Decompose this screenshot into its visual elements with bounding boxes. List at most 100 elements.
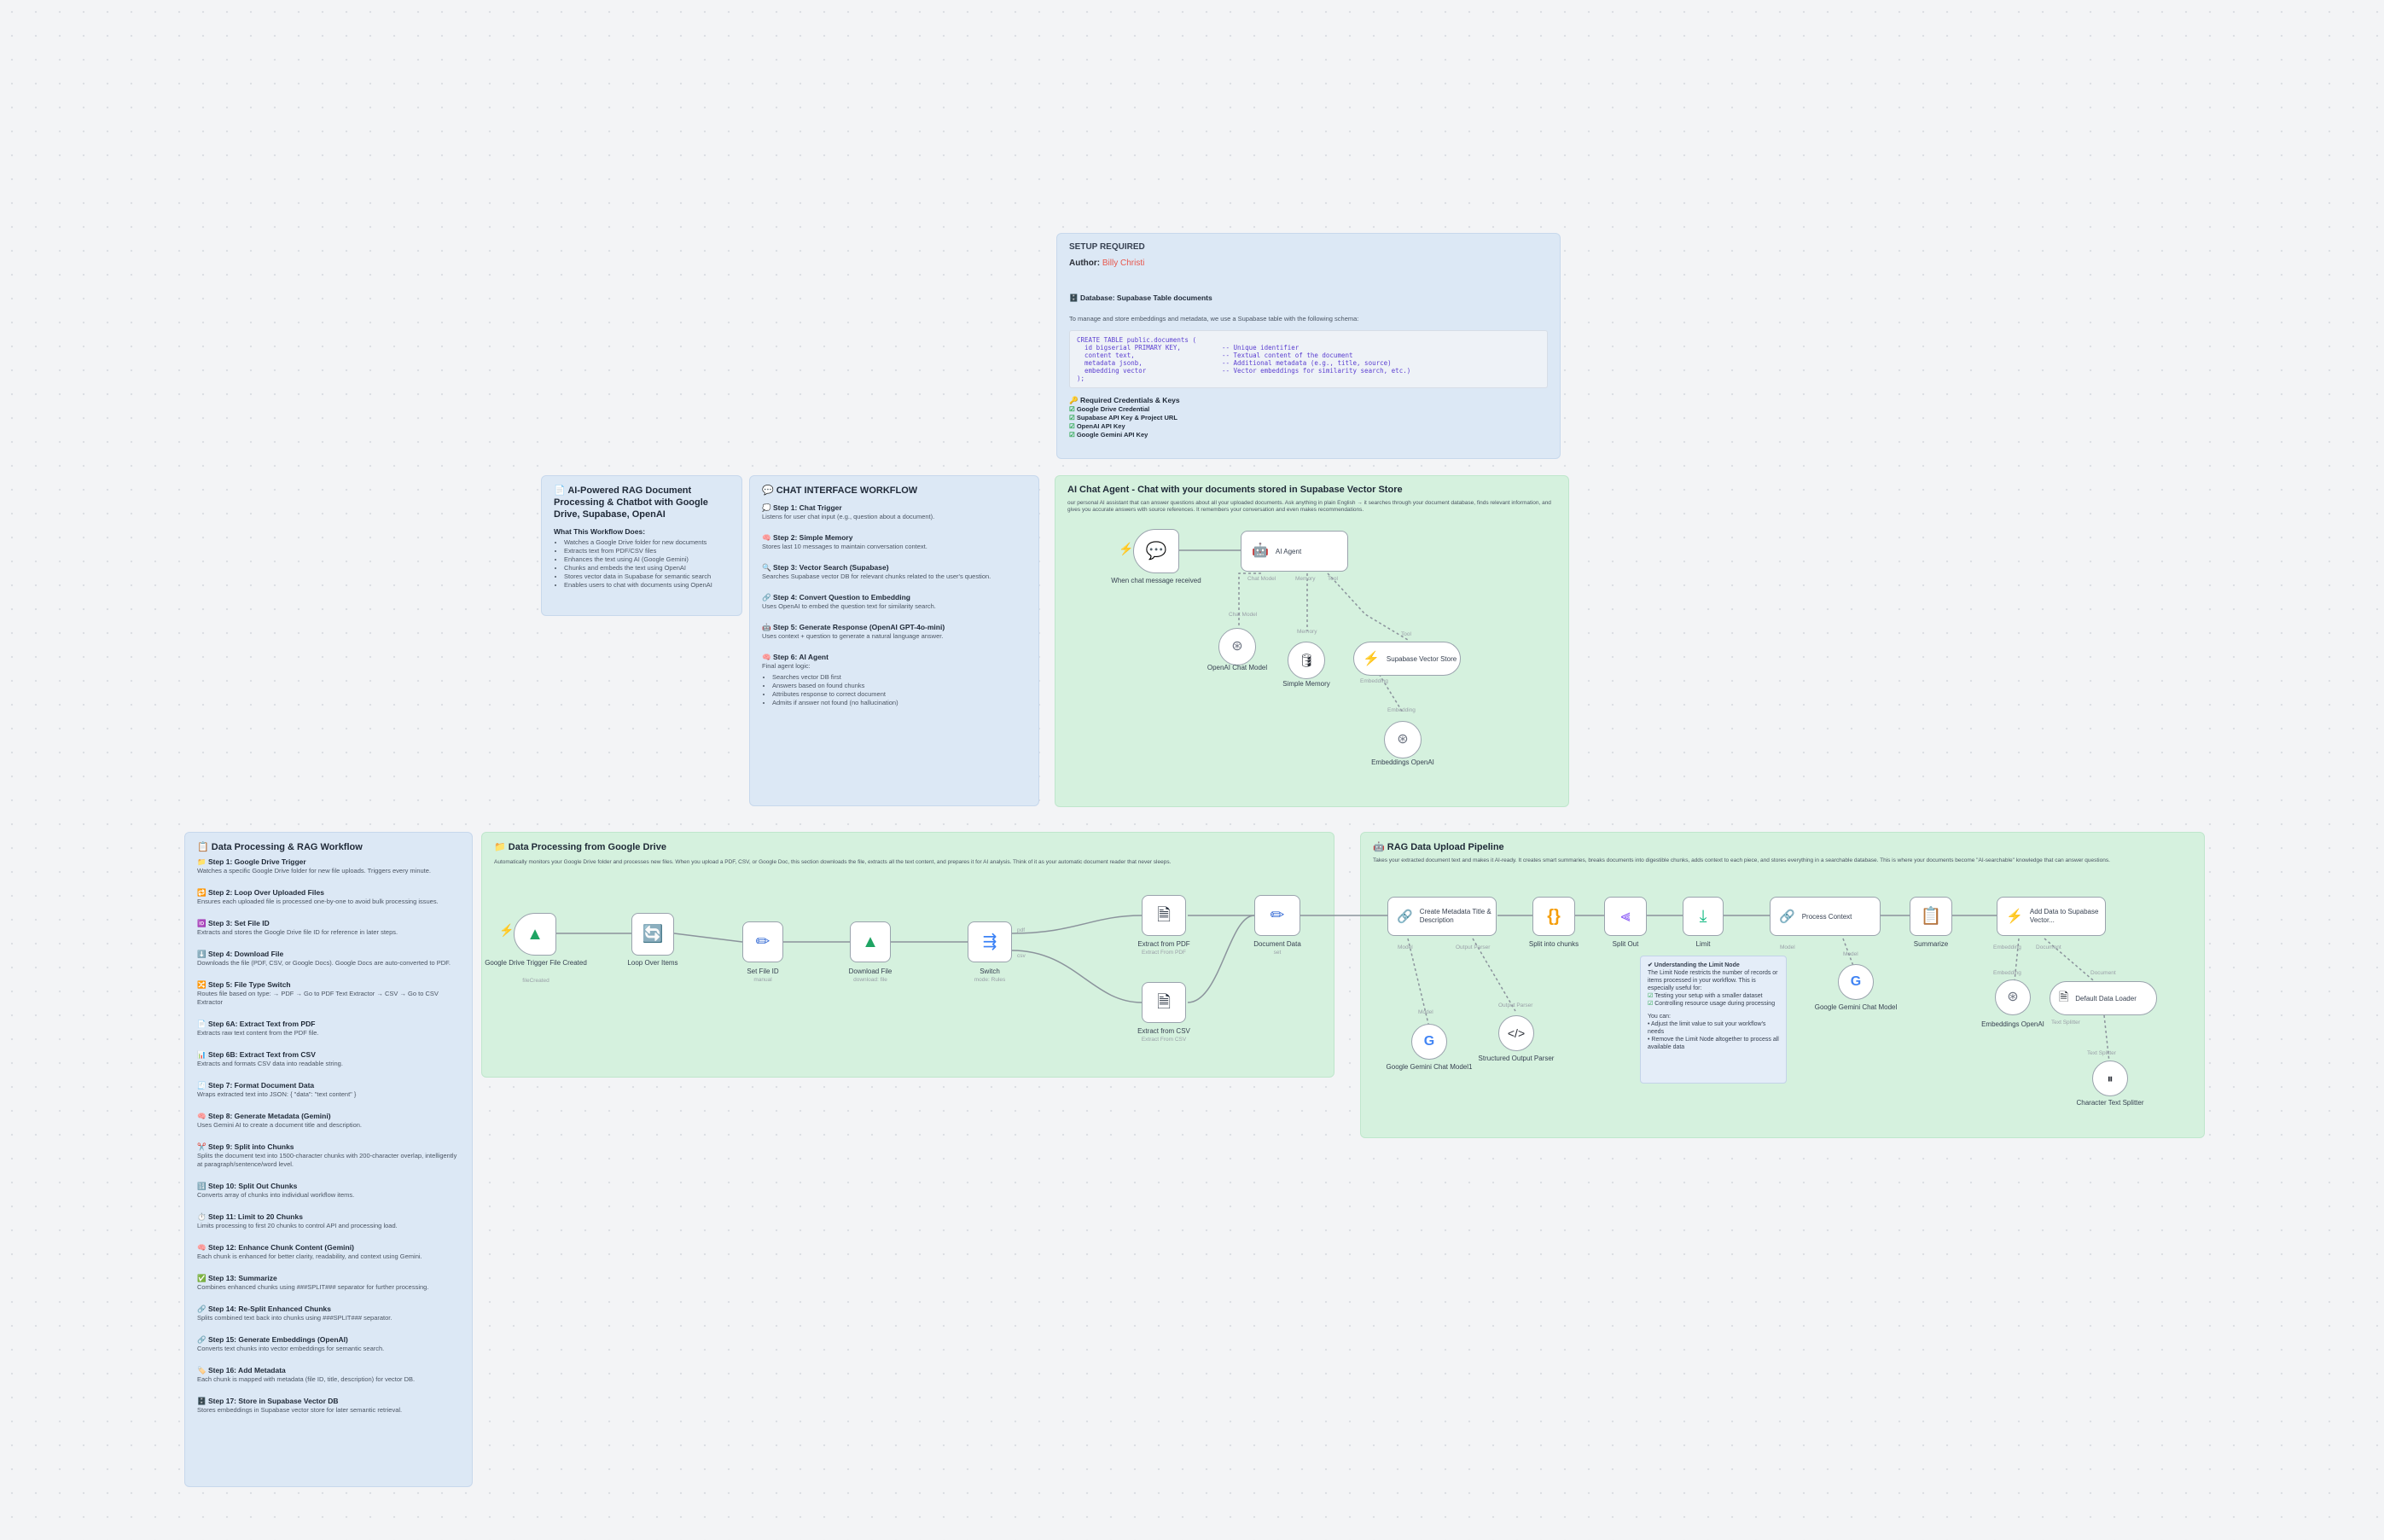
summarize-label: Summarize: [1913, 940, 1949, 948]
download-file-node[interactable]: ▲: [850, 921, 891, 962]
db-desc: To manage and store embeddings and metad…: [1069, 315, 1359, 323]
gdrive-trigger-node[interactable]: ▲: [514, 913, 556, 956]
default-data-loader-node[interactable]: 🗎 Default Data Loader: [2050, 981, 2157, 1015]
author-label: Author:: [1069, 259, 1101, 268]
step-desc: Splits the document text into 1500-chara…: [197, 1152, 457, 1168]
list-item: Attributes response to correct document: [772, 690, 1026, 699]
create-metadata-node[interactable]: 🔗 Create Metadata Title & Description: [1387, 897, 1497, 936]
link-icon: 🔗: [1397, 909, 1413, 924]
step-desc: Each chunk is mapped with metadata (file…: [197, 1375, 416, 1383]
process-context-node[interactable]: 🔗 Process Context: [1770, 897, 1881, 936]
step-title: ✂️ Step 9: Split into Chunks: [197, 1142, 294, 1151]
overview-note[interactable]: 📄 AI-Powered RAG Document Processing & C…: [541, 475, 742, 616]
gdrive-trigger-sub: fileCreated: [522, 978, 549, 984]
simple-memory-node[interactable]: 🛢: [1288, 642, 1325, 679]
split-into-chunks-label: Split into chunks: [1528, 940, 1579, 948]
switch-node[interactable]: ⇶: [968, 921, 1012, 962]
step-desc: Ensures each uploaded file is processed …: [197, 898, 439, 905]
summarize-node[interactable]: 📋: [1910, 897, 1952, 936]
sql-code: CREATE TABLE public.documents ( id bigse…: [1077, 336, 1196, 382]
chat-trigger-node[interactable]: 💬: [1133, 529, 1179, 573]
trigger-bolt-icon: ⚡: [499, 923, 515, 937]
gdrive-flow-note[interactable]: 📁 Data Processing from Google Drive Auto…: [481, 832, 1334, 1078]
step-desc: Final agent logic:: [762, 662, 811, 670]
sticky-intro: The Limit Node restricts the number of r…: [1648, 970, 1778, 991]
split-icon: ⫷: [1620, 907, 1631, 926]
cred-item: ☑ Supabase API Key & Project URL: [1069, 414, 1177, 421]
openai-icon: ⊛: [1397, 732, 1409, 747]
connection: [1373, 665, 1404, 713]
data-processing-doc-note[interactable]: 📋 Data Processing & RAG Workflow 📁 Step …: [184, 832, 473, 1487]
gemini-model-node[interactable]: G: [1838, 964, 1874, 1000]
set-file-id-node[interactable]: ✏: [742, 921, 783, 962]
limit-icon: ⤓: [1699, 907, 1707, 926]
db-title: 🗄️ Database: Supabase Table documents: [1069, 293, 1212, 302]
step-desc: Wraps extracted text into JSON: { "data"…: [197, 1090, 357, 1098]
step-desc: Converts array of chunks into individual…: [197, 1191, 355, 1199]
download-file-label: Download File: [848, 968, 893, 975]
author-line: Author: Billy Christi: [1069, 259, 1548, 268]
extract-csv-node[interactable]: 🗎: [1142, 982, 1186, 1023]
gdrive-flow-desc: Automatically monitors your Google Drive…: [494, 859, 1172, 865]
chat-trigger-label: When chat message received: [1111, 577, 1201, 584]
database-icon: 🛢: [1298, 653, 1315, 668]
cred-item: ☑ Google Drive Credential: [1069, 405, 1150, 413]
trigger-bolt-icon: ⚡: [1119, 542, 1134, 555]
extract-pdf-node[interactable]: 🗎: [1142, 895, 1186, 936]
loop-over-items-node[interactable]: 🔄: [631, 913, 674, 956]
split-into-chunks-node[interactable]: {}: [1532, 897, 1575, 936]
setup-note[interactable]: SETUP REQUIRED Author: Billy Christi 🗄️ …: [1056, 233, 1561, 459]
supabase-vector-node[interactable]: ⚡ Supabase Vector Store: [1353, 642, 1461, 676]
step-title: 🧾 Step 7: Format Document Data: [197, 1081, 315, 1090]
port-label: Model: [1843, 951, 1858, 957]
structured-parser-node[interactable]: </>: [1498, 1015, 1534, 1051]
embeddings-openai-label: Embeddings OpenAI: [1371, 758, 1434, 766]
port-label: Output Parser: [1498, 1002, 1533, 1008]
process-context-label: Process Context: [1801, 912, 1852, 921]
step-desc: Each chunk is enhanced for better clarit…: [197, 1252, 422, 1260]
link-icon: 🔗: [1779, 909, 1795, 924]
chat-interface-note[interactable]: 💬 CHAT INTERFACE WORKFLOW 💭 Step 1: Chat…: [749, 475, 1039, 806]
step-desc: Combines enhanced chunks using ###SPLIT#…: [197, 1283, 429, 1291]
overview-list: Watches a Google Drive folder for new do…: [564, 538, 730, 590]
step-desc: Converts text chunks into vector embeddi…: [197, 1345, 385, 1352]
google-drive-icon: ▲: [862, 933, 879, 951]
clipboard-icon: 📋: [1920, 907, 1942, 926]
port-label: Text Splitter: [2051, 1020, 2081, 1026]
port-label: Output Parser: [1456, 944, 1491, 950]
text-splitter-label: Character Text Splitter: [2076, 1099, 2144, 1107]
embeddings-openai-node[interactable]: ⊛: [1384, 721, 1422, 758]
step-title: 🧠 Step 8: Generate Metadata (Gemini): [197, 1112, 331, 1120]
port-label: Embedding: [1993, 970, 2021, 976]
step-title: 🧠 Step 2: Simple Memory: [762, 533, 853, 542]
embeddings-openai-rag-node[interactable]: ⊛: [1995, 979, 2031, 1015]
limit-node[interactable]: ⤓: [1683, 897, 1724, 936]
limit-sticky-note[interactable]: ✔ Understanding the Limit Node The Limit…: [1640, 956, 1787, 1084]
set-file-id-label: Set File ID: [747, 968, 779, 975]
split-out-node[interactable]: ⫷: [1604, 897, 1647, 936]
openai-icon: ⊛: [1231, 639, 1243, 654]
port-label: Model: [1418, 1009, 1433, 1015]
port-label: Model: [1398, 944, 1413, 950]
gemini-model1-node[interactable]: G: [1411, 1024, 1447, 1060]
sticky-can: • Remove the Limit Node altogether to pr…: [1648, 1037, 1779, 1050]
ai-chat-note[interactable]: AI Chat Agent - Chat with your documents…: [1055, 475, 1569, 807]
sql-code-block: CREATE TABLE public.documents ( id bigse…: [1069, 330, 1548, 388]
add-to-supabase-node[interactable]: ⚡ Add Data to Supabase Vector...: [1997, 897, 2106, 936]
switch-icon: ⇶: [982, 933, 997, 951]
gdrive-trigger-label: Google Drive Trigger File Created: [485, 959, 587, 967]
text-splitter-node[interactable]: ⏸: [2092, 1061, 2128, 1096]
step-desc: Searches Supabase vector DB for relevant…: [762, 572, 991, 580]
openai-chat-model-node[interactable]: ⊛: [1218, 628, 1256, 665]
step-title: 📊 Step 6B: Extract Text from CSV: [197, 1050, 316, 1059]
limit-label: Limit: [1695, 940, 1711, 948]
ai-agent-node[interactable]: 🤖 AI Agent: [1241, 531, 1348, 572]
step-title: 🔀 Step 5: File Type Switch: [197, 980, 291, 989]
port-label: Tool: [1328, 576, 1338, 582]
list-item: Watches a Google Drive folder for new do…: [564, 538, 730, 547]
connection: [1011, 915, 1143, 934]
port-label: Text Splitter: [2087, 1050, 2117, 1056]
document-data-node[interactable]: ✏: [1254, 895, 1300, 936]
port-label: Document: [2036, 944, 2061, 950]
connection: [1238, 572, 1261, 627]
